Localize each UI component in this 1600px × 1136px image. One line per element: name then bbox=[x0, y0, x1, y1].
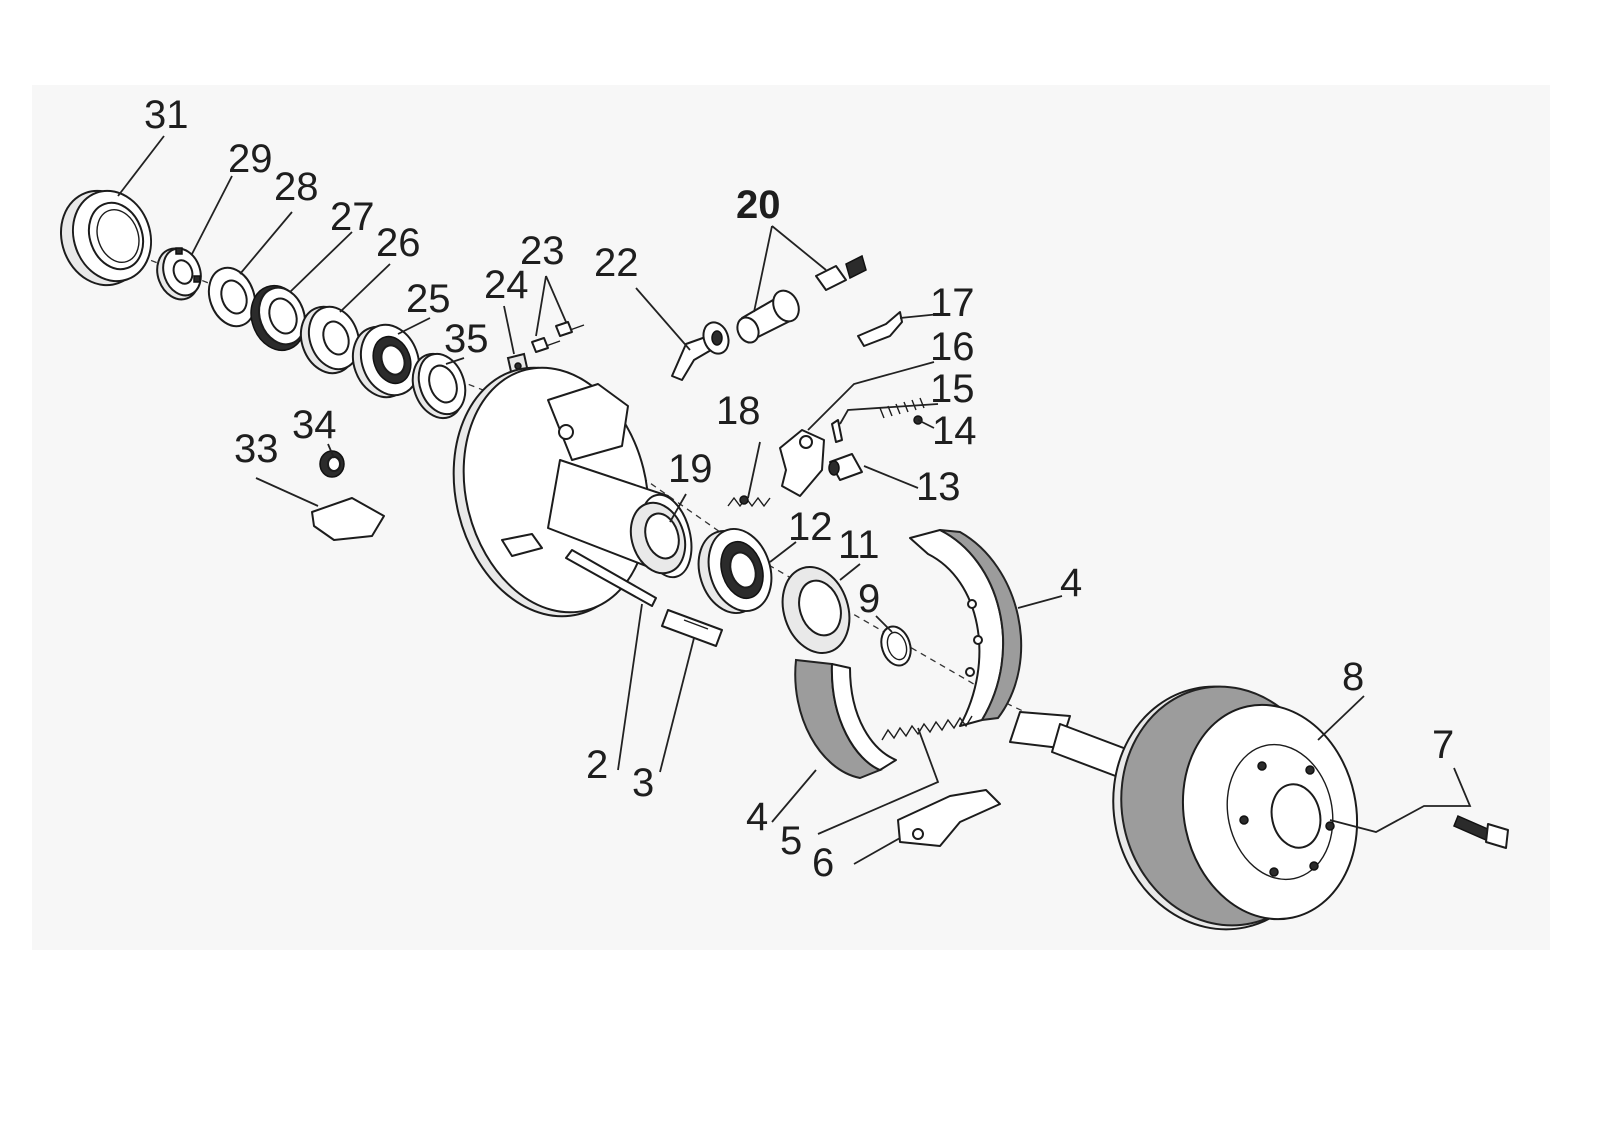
part-23-bolts bbox=[531, 321, 585, 353]
callout-7: 7 bbox=[1432, 723, 1454, 767]
part-31-dust-cap bbox=[59, 189, 153, 287]
part-13-adjuster bbox=[828, 453, 863, 481]
callout-26: 26 bbox=[376, 221, 421, 265]
callout-11: 11 bbox=[838, 523, 880, 567]
part-8-brake-drum bbox=[1112, 685, 1359, 931]
part-16-actuator bbox=[779, 429, 825, 497]
part-35-seal bbox=[411, 352, 467, 420]
part-26-bearing-cone bbox=[299, 305, 361, 375]
callout-4-lower: 4 bbox=[746, 795, 768, 839]
part-5-return-spring bbox=[881, 715, 973, 741]
part-18-spring bbox=[727, 495, 771, 508]
callout-14: 14 bbox=[932, 409, 977, 453]
assembly-axis-line bbox=[99, 239, 1321, 851]
part-28-washer bbox=[207, 266, 257, 328]
callout-22: 22 bbox=[594, 241, 639, 285]
part-34-nut bbox=[319, 450, 345, 478]
callout-12: 12 bbox=[788, 505, 833, 549]
callout-27: 27 bbox=[330, 195, 375, 239]
callout-29: 29 bbox=[228, 137, 273, 181]
callout-13: 13 bbox=[916, 465, 961, 509]
callout-15: 15 bbox=[930, 367, 975, 411]
part-6-bracket bbox=[897, 789, 1001, 847]
part-4-brake-shoe-upper bbox=[909, 529, 1023, 727]
leader-lines bbox=[117, 135, 1472, 865]
callout-34: 34 bbox=[292, 403, 337, 447]
callout-23: 23 bbox=[520, 229, 565, 273]
callout-33: 33 bbox=[234, 427, 279, 471]
part-4-brake-shoe-lower bbox=[794, 658, 897, 780]
callout-8: 8 bbox=[1342, 655, 1364, 699]
part-9-o-ring bbox=[880, 625, 912, 667]
callout-16: 16 bbox=[930, 325, 975, 369]
part-20-cam-shaft bbox=[736, 254, 867, 344]
backing-plate-assembly bbox=[452, 366, 693, 618]
part-3-strut bbox=[661, 609, 723, 647]
callout-3: 3 bbox=[632, 761, 654, 805]
part-17-clip bbox=[857, 311, 903, 347]
callout-31: 31 bbox=[144, 93, 189, 137]
part-29-castle-nut bbox=[156, 247, 202, 301]
callout-28: 28 bbox=[274, 165, 319, 209]
part-22-lever bbox=[671, 321, 730, 381]
callout-20: 20 bbox=[736, 183, 781, 227]
callout-6: 6 bbox=[812, 841, 834, 885]
part-27-seal-ring bbox=[250, 284, 306, 352]
callout-24: 24 bbox=[484, 263, 529, 307]
part-12-inner-bearing bbox=[697, 527, 773, 615]
callout-18: 18 bbox=[716, 389, 761, 433]
part-33-bracket bbox=[311, 497, 385, 541]
callout-4-upper: 4 bbox=[1060, 561, 1082, 605]
part-15-pin bbox=[831, 419, 843, 443]
callout-35: 35 bbox=[444, 317, 489, 361]
part-7-wheel-bolt bbox=[1453, 815, 1509, 849]
callout-2: 2 bbox=[586, 743, 608, 787]
callout-9: 9 bbox=[858, 577, 880, 621]
callout-5: 5 bbox=[780, 819, 802, 863]
part-11-seal bbox=[781, 566, 851, 654]
part-2-rod bbox=[565, 549, 657, 607]
callout-19: 19 bbox=[668, 447, 713, 491]
callout-17: 17 bbox=[930, 281, 975, 325]
callout-labels: 31 29 28 27 26 25 35 24 23 22 20 17 16 1… bbox=[144, 93, 1454, 885]
callout-25: 25 bbox=[406, 277, 451, 321]
part-25-outer-bearing bbox=[351, 323, 421, 399]
